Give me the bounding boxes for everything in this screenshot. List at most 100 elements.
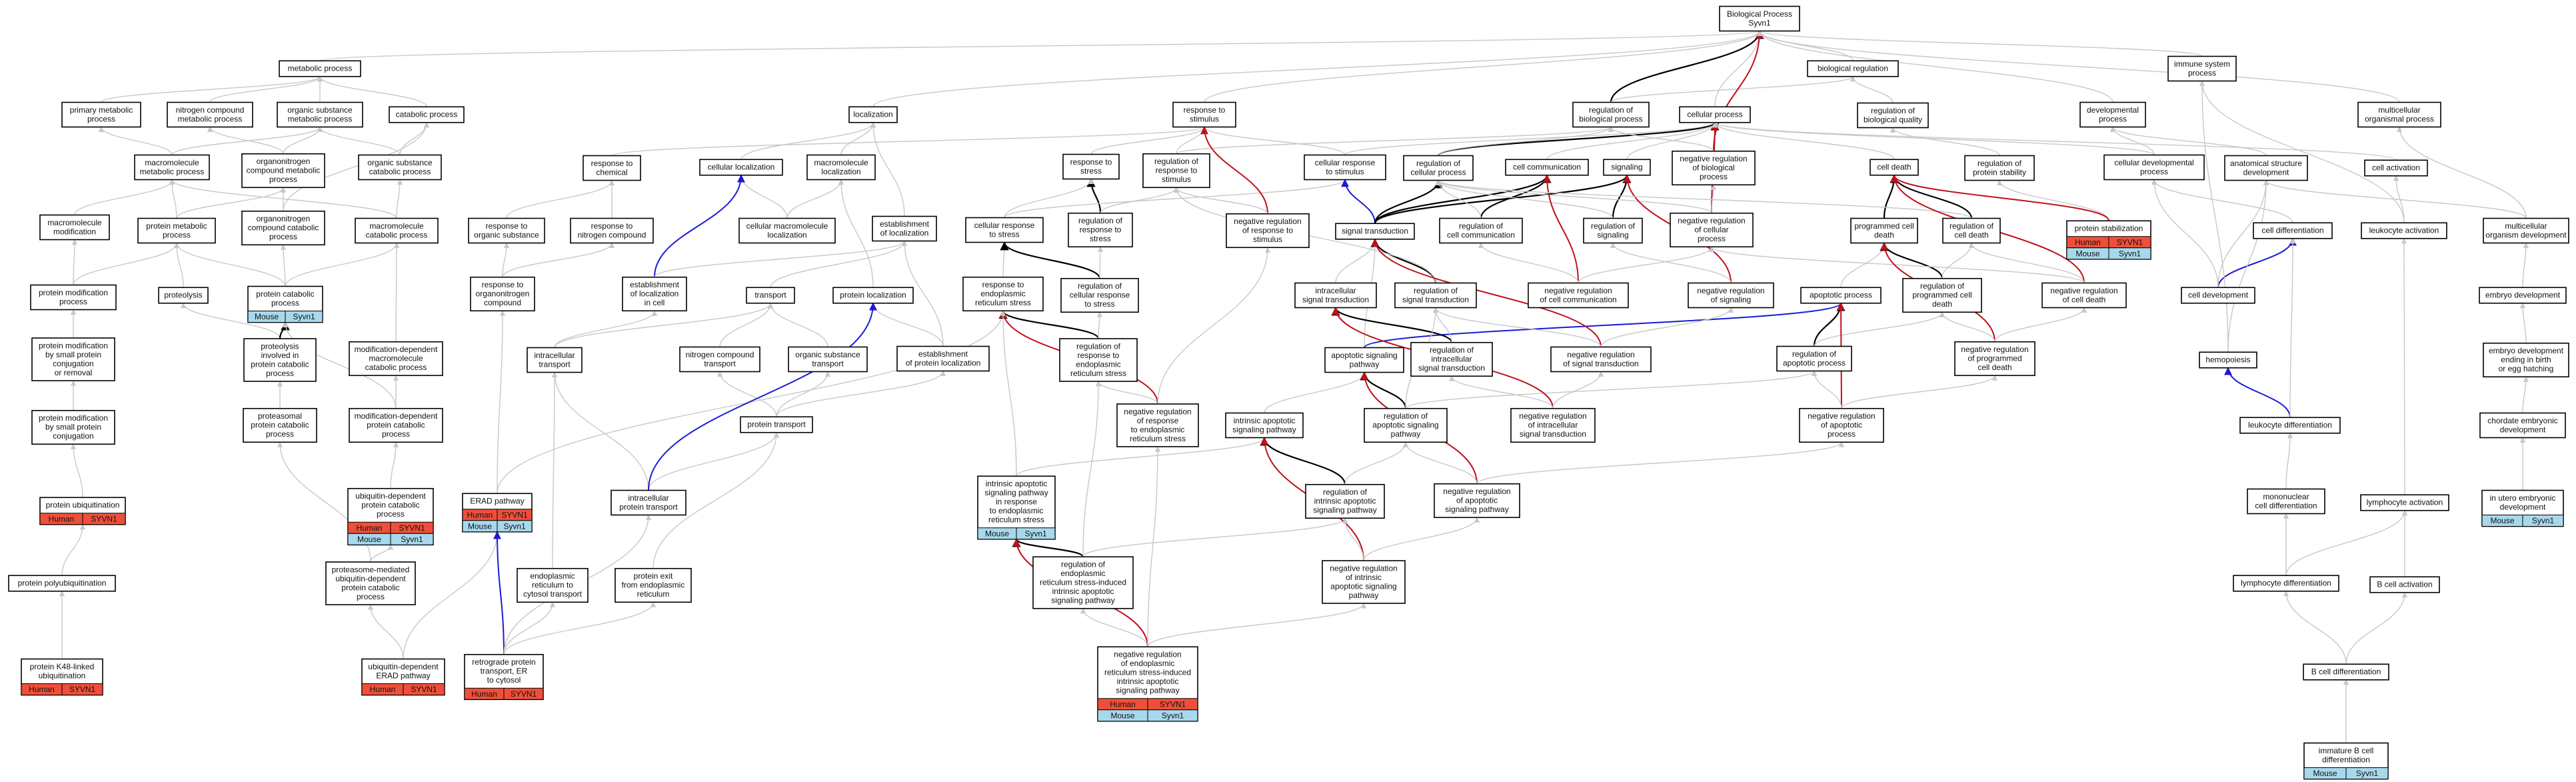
go-term-protloc[interactable]: protein localization <box>832 287 914 304</box>
go-term-localization[interactable]: localization <box>848 106 898 123</box>
go-term-celldiff[interactable]: cell differentiation <box>2253 222 2333 239</box>
go-term-lymphoact[interactable]: lymphocyte activation <box>2360 494 2449 511</box>
go-term-leukoact[interactable]: leukocyte activation <box>2361 222 2447 239</box>
go-term-apoptotic[interactable]: apoptotic process <box>1800 287 1882 304</box>
go-term-protpolyubiq[interactable]: protein polyubiquitination <box>8 575 116 592</box>
go-term-cellular[interactable]: cellular process <box>1679 106 1751 123</box>
go-term-lymphodiff[interactable]: lymphocyte differentiation <box>2233 575 2339 592</box>
go-term-bioreg[interactable]: biological regulation <box>1807 60 1899 77</box>
go-term-cellact[interactable]: cell activation <box>2364 159 2428 177</box>
go-term-hemopoiesis[interactable]: hemopoiesis <box>2199 351 2257 369</box>
go-term-celldeath[interactable]: cell death <box>1870 159 1919 176</box>
go-term-signaling[interactable]: signaling <box>1603 159 1651 176</box>
go-term-leukodiff[interactable]: leukocyte differentiation <box>2239 417 2341 434</box>
go-term-proteolysis[interactable]: proteolysis <box>158 287 209 304</box>
go-term-transport[interactable]: transport <box>746 287 795 304</box>
go-term-metabolic[interactable]: metabolic process <box>279 60 361 77</box>
go-term-protrans[interactable]: protein transport <box>740 416 813 433</box>
go-term-bcelldiff[interactable]: B cell differentiation <box>2303 663 2389 681</box>
